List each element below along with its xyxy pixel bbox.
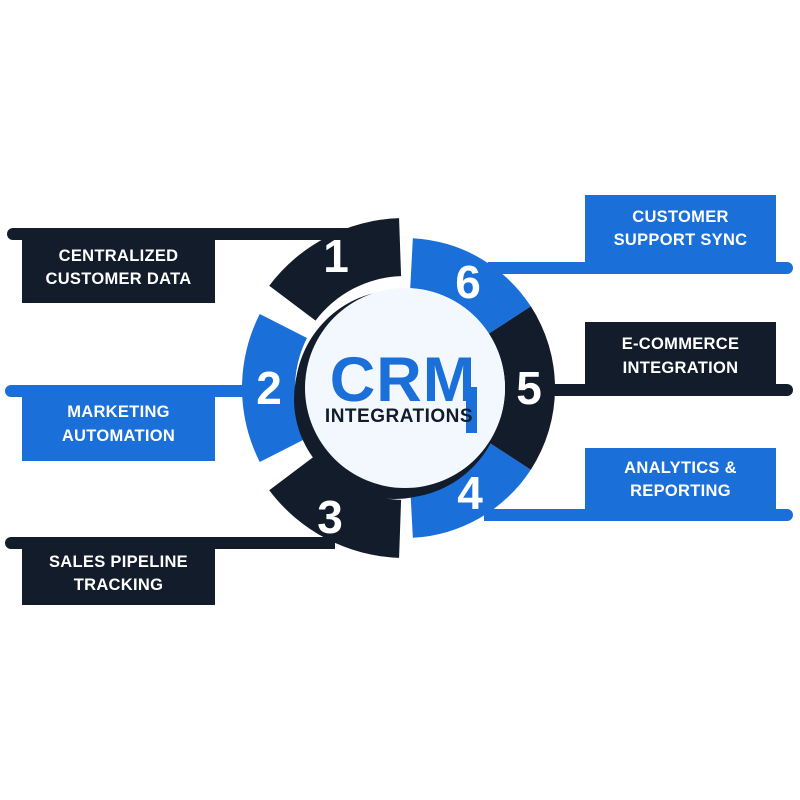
label-line: MARKETING	[67, 403, 170, 422]
label-line: AUTOMATION	[61, 426, 176, 445]
label-marketing-automation: MARKETING AUTOMATION	[22, 388, 215, 461]
label-line: SUPPORT SYNC	[613, 231, 748, 249]
label-line: INTEGRATION	[622, 358, 739, 377]
center-circle	[305, 288, 505, 488]
segment-number-1: 1	[323, 230, 349, 282]
label-centralized-customer-data: CENTRALIZED CUSTOMER DATA	[22, 233, 215, 303]
label-line: CENTRALIZED	[58, 246, 179, 265]
segment-number-6: 6	[455, 256, 481, 308]
label-line: E-COMMERCE	[621, 335, 740, 354]
label-line: CUSTOMER DATA	[45, 270, 192, 288]
segment-number-2: 2	[256, 362, 282, 414]
segment-arc-1	[269, 218, 402, 321]
connector-bar-4	[484, 509, 793, 521]
segment-arc-3	[269, 455, 402, 558]
label-sales-pipeline-tracking: SALES PIPELINE TRACKING	[22, 543, 215, 605]
label-analytics-reporting: ANALYTICS & REPORTING	[585, 448, 776, 512]
segment-arc-5	[488, 306, 556, 470]
cursor-bar	[466, 387, 477, 433]
connector-bar-6	[488, 262, 793, 274]
label-line: ANALYTICS &	[624, 458, 737, 477]
segment-arc-2	[242, 314, 307, 462]
label-line: SALES PIPELINE	[49, 552, 188, 571]
segment-number-5: 5	[516, 362, 542, 414]
label-ecommerce-integration: E-COMMERCE INTEGRATION	[585, 322, 776, 391]
center-subtitle: INTEGRATIONS	[324, 406, 474, 427]
label-line: CUSTOMER	[632, 207, 729, 226]
label-line: TRACKING	[73, 576, 164, 594]
label-line: REPORTING	[630, 482, 731, 500]
label-customer-support-sync: CUSTOMER SUPPORT SYNC	[585, 195, 776, 263]
center-title: CRM	[329, 345, 477, 415]
segment-number-4: 4	[457, 467, 483, 519]
segment-arc-6	[410, 238, 531, 334]
segment-number-3: 3	[317, 491, 343, 543]
segment-arc-4	[410, 442, 531, 538]
